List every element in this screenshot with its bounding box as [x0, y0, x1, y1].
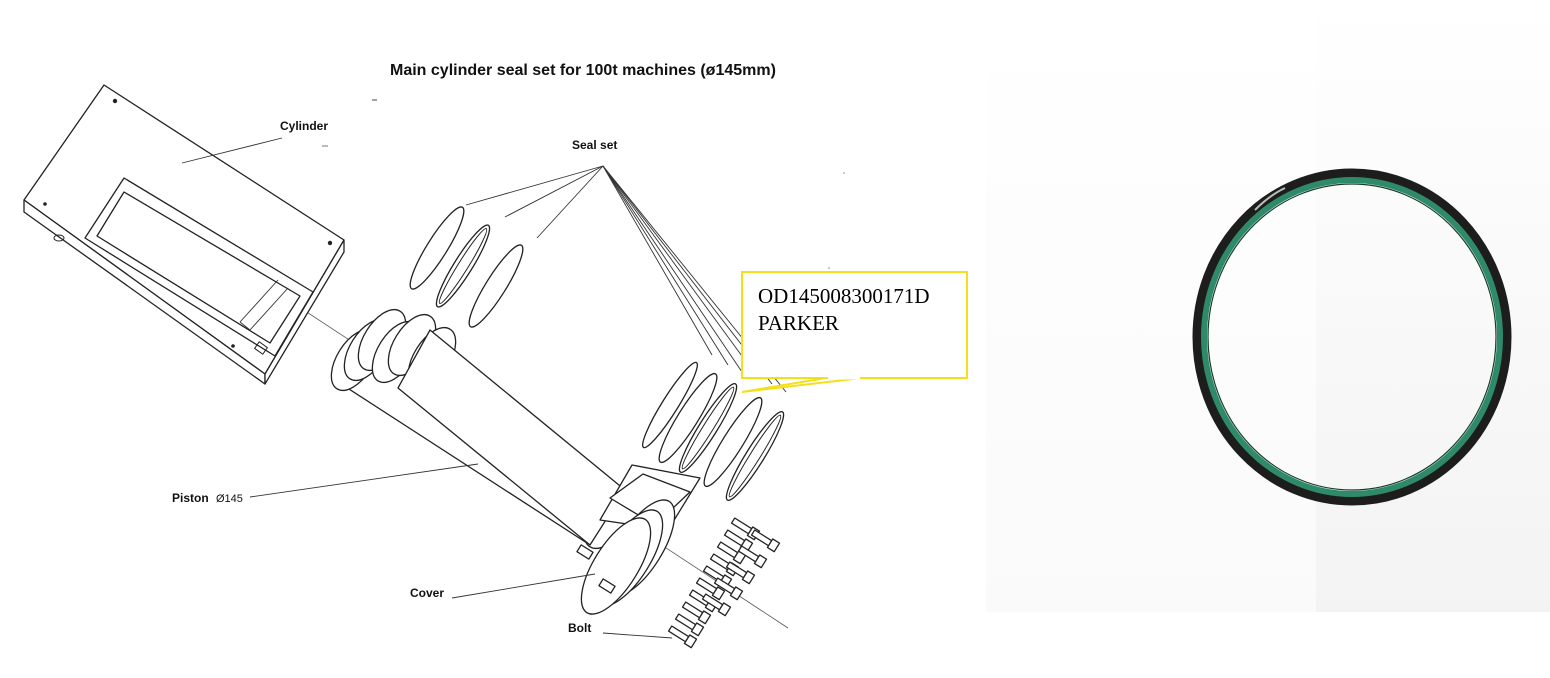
cover-leader [451, 573, 596, 599]
bolt [681, 601, 712, 625]
piston-drawing [330, 308, 633, 550]
cover-drawing [576, 464, 701, 615]
seal-set-leaders [465, 165, 787, 393]
seal-ring-photo [986, 0, 1550, 612]
seal-set-label: Seal set [572, 138, 617, 152]
bolt [667, 625, 698, 649]
bolt-leader [602, 632, 673, 639]
bolt-label: Bolt [568, 621, 591, 635]
bolt [737, 545, 768, 569]
bolt [674, 613, 705, 637]
cylinder-drawing [23, 84, 345, 385]
piston-size: Ø145 [216, 493, 243, 505]
seal-set-lower [641, 361, 785, 502]
piston-leader [249, 463, 479, 498]
bolt [725, 561, 756, 585]
seal-ring-image [1192, 168, 1512, 506]
bolt [695, 577, 726, 601]
bolt [701, 593, 732, 617]
bolt [750, 529, 781, 553]
piston-label: Piston [172, 491, 209, 505]
part-number-callout: OD145008300171D PARKER [741, 271, 968, 393]
cylinder-label: Cylinder [280, 119, 328, 133]
callout-part-number: OD145008300171D [758, 284, 930, 308]
cover-label: Cover [410, 586, 444, 600]
callout-brand: PARKER [758, 311, 839, 335]
bolt-group [667, 517, 781, 649]
seal-set-upper [409, 206, 524, 328]
bolt [713, 577, 744, 601]
diagram-title: Main cylinder seal set for 100t machines… [390, 62, 776, 79]
cylinder-leader [181, 137, 283, 164]
